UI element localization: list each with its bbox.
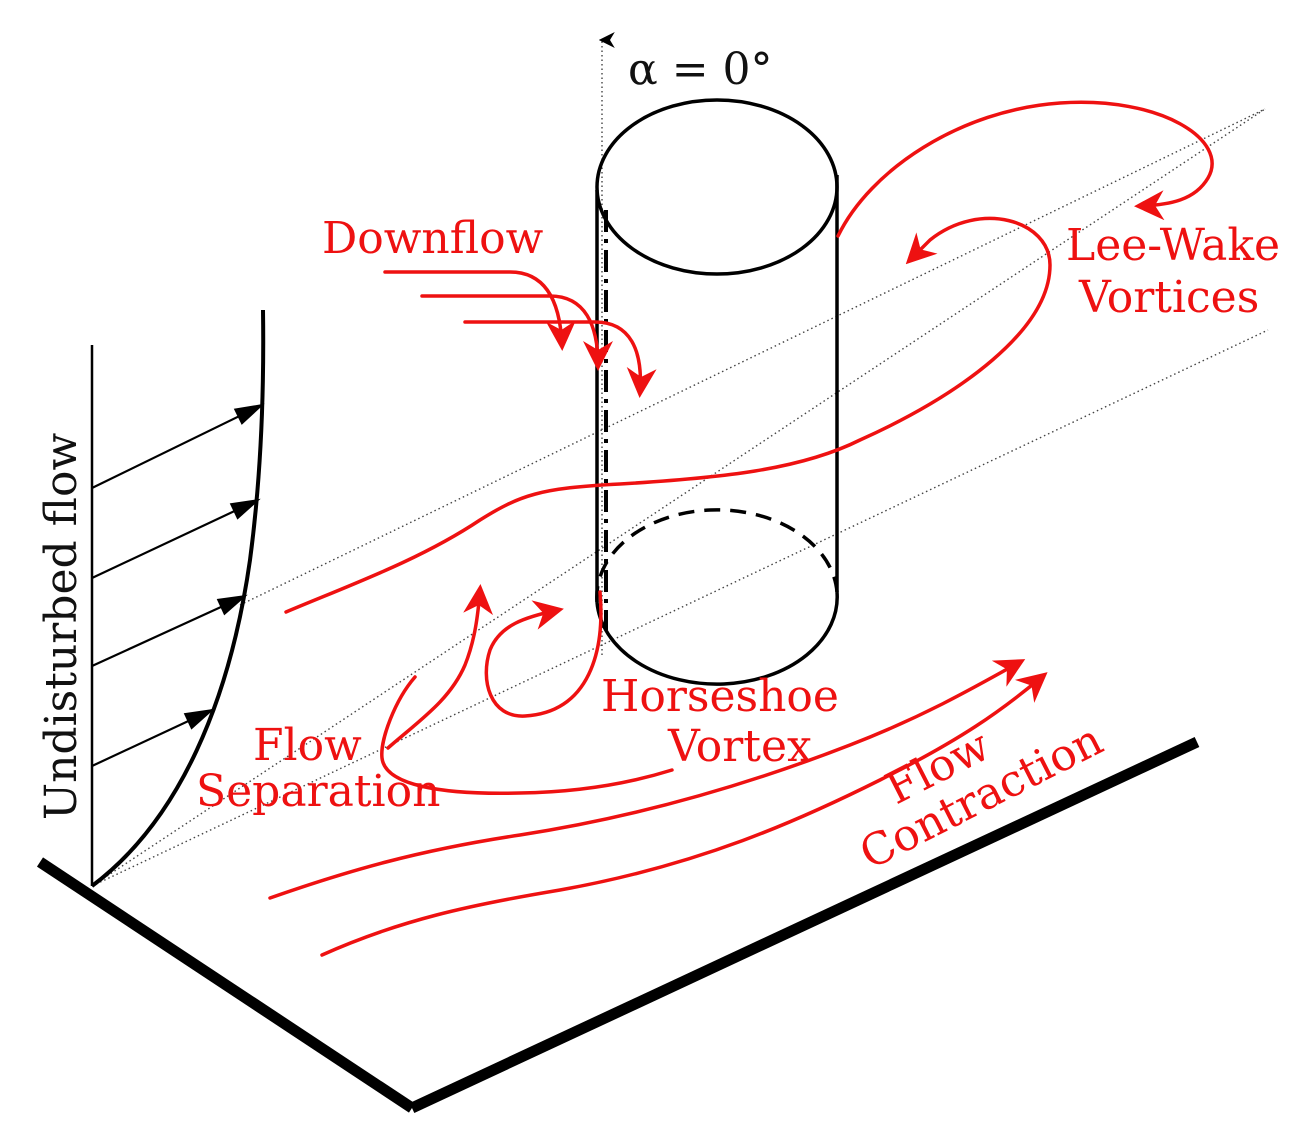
cylinder-top-ellipse: [595, 98, 839, 276]
lee-wake-vortices: [284, 100, 1214, 614]
flow-separation-label-line1: Flow: [253, 720, 362, 771]
guide-line-upper: [91, 108, 1266, 887]
flow-contraction: [268, 659, 1048, 957]
cylinder-bottom-front: [595, 591, 839, 686]
bed-plane: [36, 737, 1200, 1113]
horseshoe-label-line2: Vortex: [667, 721, 812, 772]
lee-wake-label-line2: Vortices: [1078, 272, 1259, 323]
profile-arrow-3: [91, 594, 248, 668]
bed-edge-front: [409, 737, 1200, 1113]
cylinder: [595, 98, 839, 686]
velocity-profile: [90, 309, 266, 888]
undisturbed-flow-label: Undisturbed flow: [36, 433, 87, 820]
horseshoe-vortex: [380, 584, 674, 795]
profile-arrow-1: [91, 403, 265, 489]
downflow-line-1: [383, 270, 576, 351]
horseshoe-label-line1: Horseshoe: [601, 671, 839, 722]
profile-arrow-2: [91, 498, 261, 579]
lee-wake-upper: [836, 100, 1214, 238]
separation-rising: [386, 584, 494, 750]
separation-swirl: [380, 675, 674, 795]
cylinder-bottom-back: [595, 508, 839, 603]
profile-curve: [90, 309, 266, 888]
flow-separation-label-line2: Separation: [196, 766, 440, 817]
guide-lines: [91, 108, 1269, 887]
downflow-line-2: [420, 294, 613, 371]
downflow-label: Downflow: [322, 213, 544, 264]
lee-wake-label-line1: Lee-Wake: [1066, 220, 1280, 271]
contraction-line-2: [320, 672, 1048, 957]
horseshoe-loop: [484, 590, 603, 718]
lee-wake-streamline: [284, 216, 1052, 614]
bed-edge-left: [36, 857, 416, 1113]
contraction-line-1: [268, 659, 1026, 900]
guide-line-plane: [239, 108, 1266, 606]
alpha-label: α = 0°: [628, 44, 773, 95]
downflow-line-3: [463, 320, 657, 398]
guide-line-lower: [91, 329, 1269, 887]
downflow-streamlines: [383, 270, 657, 398]
profile-arrow-4: [91, 708, 215, 767]
